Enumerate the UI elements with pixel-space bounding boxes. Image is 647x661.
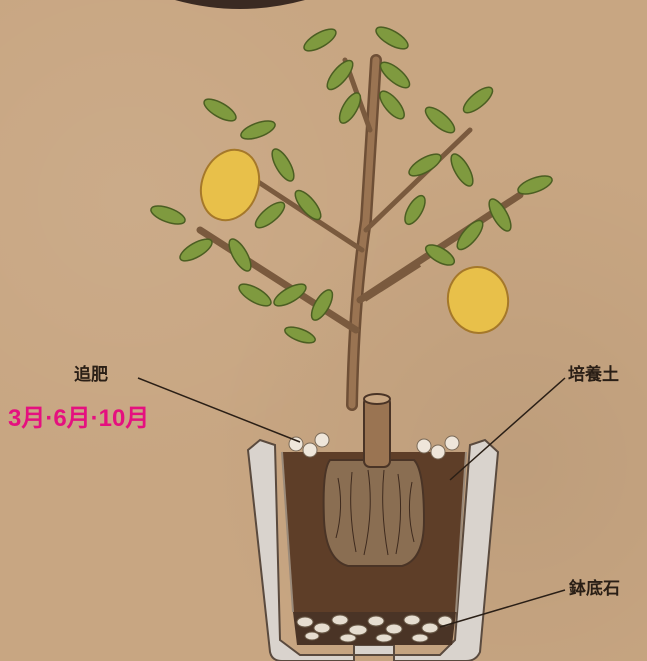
fertilizer-pellets — [288, 432, 460, 460]
top-dark-shape — [175, 0, 305, 9]
pot — [246, 432, 500, 661]
lemons — [199, 148, 510, 334]
leaves — [150, 26, 553, 344]
root-ball — [322, 459, 426, 567]
pot-bottom-stone-label: 鉢底石 — [569, 579, 620, 599]
leader-lines — [137, 377, 566, 628]
lemon-right — [446, 266, 510, 334]
culture-soil-label: 培養土 — [568, 365, 619, 385]
fertilizer-label: 追肥 — [74, 365, 108, 385]
cut-stem — [363, 396, 391, 468]
fertilizer-months-label: 3月·6月·10月 — [8, 405, 150, 432]
lemon-left — [199, 148, 261, 222]
